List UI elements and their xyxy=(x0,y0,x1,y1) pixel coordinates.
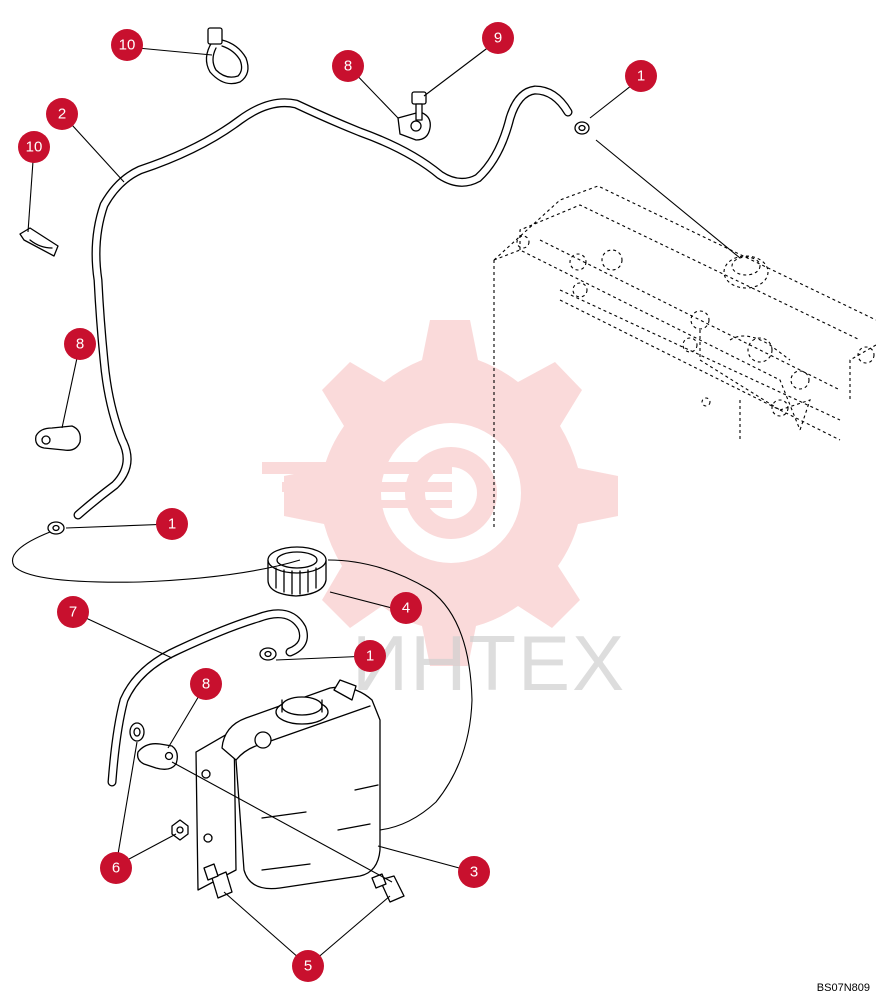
hose-clamp-1-c xyxy=(259,647,277,661)
watermark-text: ИНТЕХ xyxy=(352,619,626,707)
svg-text:9: 9 xyxy=(494,30,502,47)
svg-text:8: 8 xyxy=(202,676,210,693)
svg-text:10: 10 xyxy=(26,139,43,156)
bolt-9 xyxy=(411,91,427,121)
callout-8-bottom: 8 xyxy=(190,668,222,700)
clip-8-left xyxy=(35,425,81,451)
svg-text:2: 2 xyxy=(58,106,66,123)
nut-6 xyxy=(171,819,189,841)
svg-text:8: 8 xyxy=(344,58,352,75)
clamp-10-left xyxy=(19,227,59,257)
clamp-10-top xyxy=(205,27,249,85)
clip-8-top xyxy=(397,111,431,141)
callout-9: 9 xyxy=(482,22,514,54)
svg-text:7: 7 xyxy=(69,604,77,621)
svg-text:1: 1 xyxy=(168,516,176,533)
callout-1-top: 1 xyxy=(625,60,657,92)
engine-radiator-outline xyxy=(493,185,876,530)
svg-text:8: 8 xyxy=(76,336,84,353)
washer-6 xyxy=(129,722,145,742)
hose-7 xyxy=(107,609,308,787)
callout-4: 4 xyxy=(390,592,422,624)
callout-3: 3 xyxy=(458,856,490,888)
svg-text:6: 6 xyxy=(112,860,120,877)
svg-text:5: 5 xyxy=(304,958,312,975)
callout-1-tank: 1 xyxy=(354,640,386,672)
svg-text:1: 1 xyxy=(366,648,374,665)
svg-text:1: 1 xyxy=(637,68,645,85)
hose-2 xyxy=(73,85,573,520)
callout-7: 7 xyxy=(57,596,89,628)
svg-text:3: 3 xyxy=(470,864,478,881)
drawing-code: BS07N809 xyxy=(816,982,870,994)
callout-6: 6 xyxy=(100,852,132,884)
callout-10-top: 10 xyxy=(111,29,143,61)
hose-clamp-1-b xyxy=(47,521,65,535)
watermark-gear-logo xyxy=(262,320,618,666)
callout-10-left: 10 xyxy=(18,131,50,163)
reservoir-cap-4 xyxy=(267,546,327,597)
hose-clamp-1-a xyxy=(574,121,590,135)
clip-8-bottom xyxy=(136,743,178,770)
callout-1-mid: 1 xyxy=(156,508,188,540)
callout-8-top: 8 xyxy=(332,50,364,82)
coolant-reservoir-3 xyxy=(195,679,381,891)
callout-5: 5 xyxy=(292,950,324,982)
svg-text:4: 4 xyxy=(402,600,410,617)
bolt-5-right xyxy=(371,873,405,903)
callout-2: 2 xyxy=(46,98,78,130)
bolt-5-left xyxy=(203,863,233,899)
callout-8-left: 8 xyxy=(64,328,96,360)
svg-text:10: 10 xyxy=(119,37,136,54)
